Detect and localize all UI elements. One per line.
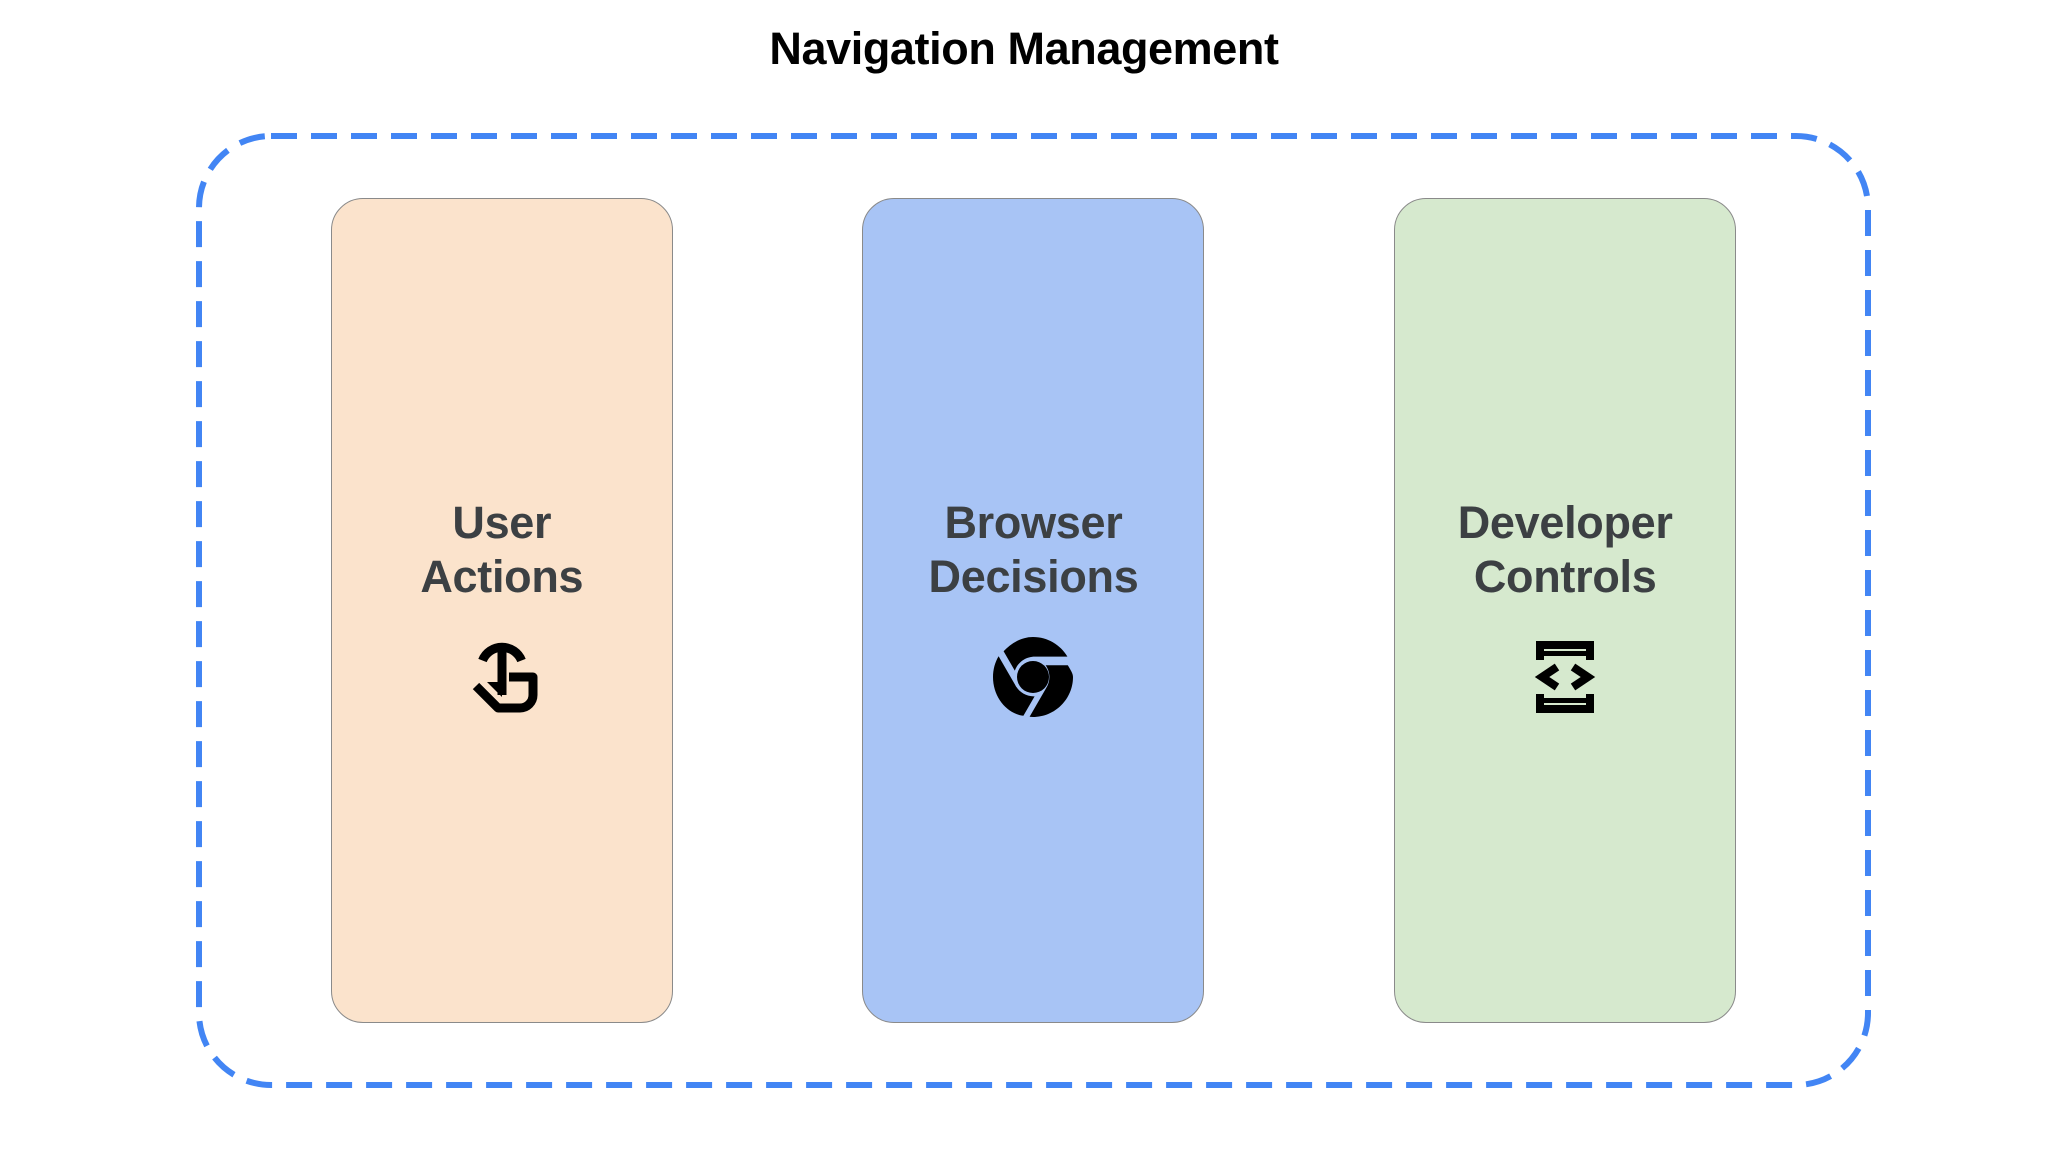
card-label-developer-controls: Developer Controls [1457, 497, 1673, 602]
card-developer-controls[interactable]: Developer Controls [1394, 198, 1737, 1023]
chrome-logo-icon [985, 629, 1081, 725]
card-browser-decisions[interactable]: Browser Decisions [862, 198, 1205, 1023]
developer-mode-icon [1517, 629, 1613, 725]
card-user-actions[interactable]: User Actions [330, 198, 673, 1023]
dashed-border-rect [196, 133, 1871, 1088]
touch-app-icon [454, 629, 550, 725]
card-row: User Actions Browser Decisions [196, 133, 1871, 1088]
page-title: Navigation Management [769, 23, 1279, 74]
card-label-browser-decisions: Browser Decisions [928, 497, 1139, 602]
grouping-container [196, 133, 1871, 1088]
card-label-user-actions: User Actions [420, 497, 584, 602]
